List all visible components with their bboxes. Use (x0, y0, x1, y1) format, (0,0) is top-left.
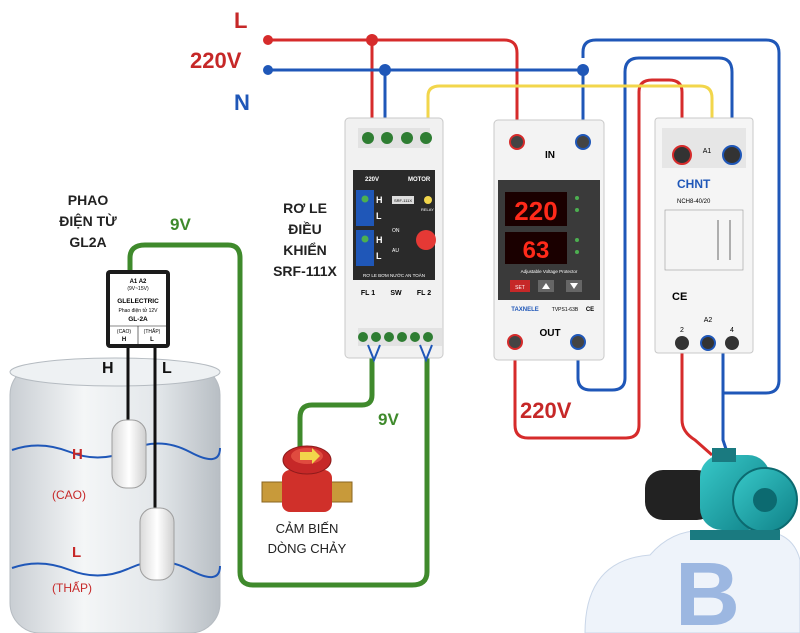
protector-out-label: OUT (539, 328, 560, 339)
relay-side-4: SRF-111X (273, 263, 337, 279)
relay-red-button[interactable] (416, 230, 436, 250)
flow-sensor: CẢM BIẾN DÒNG CHẢY (261, 445, 353, 556)
contactor-ce: CE (672, 291, 687, 303)
motor-signal-wire (426, 84, 714, 140)
float-box-l: L (150, 337, 154, 343)
float-wire-l-label: L (162, 360, 172, 377)
n-label: N (234, 90, 250, 115)
contactor-to-pump-neutral (721, 345, 730, 456)
watermark-logo: B (675, 545, 740, 633)
relay-top-right: MOTOR (408, 177, 431, 183)
voltage-label: 220V (190, 48, 242, 73)
float-box-col-low: (THẤP) (144, 328, 161, 335)
contactor-to-pump-live (680, 345, 713, 457)
out-live-loop (513, 78, 684, 440)
contactor-brand: CHNT (677, 177, 711, 191)
relay-bottom-text: RƠ LE BƠM NƯỚC AN TOÀN (363, 272, 425, 278)
relay-top-left: 220V (365, 177, 379, 183)
contactor-num2: 2 (680, 327, 684, 334)
float-box-col-high: (CAO) (117, 329, 132, 335)
sensor-voltage-label: 9V (378, 410, 399, 429)
relay-au-label: AU (392, 248, 399, 254)
out-voltage-label: 220V (520, 398, 572, 423)
protector-ce: CE (586, 307, 594, 313)
float-low (139, 507, 175, 581)
float-title-3: GL2A (69, 234, 106, 250)
live-junction (366, 34, 378, 46)
float-switch: H L A1 A2 (9V~15V) GLELECTRIC Phao điện … (59, 192, 175, 581)
protector-display-bottom: 63 (523, 237, 550, 264)
contactor-model: NCH8-40/20 (677, 199, 711, 205)
protector-brand: TAXNELE (511, 307, 539, 313)
neutral-junction (379, 64, 391, 76)
float-box-brand: GLELECTRIC (117, 298, 159, 305)
float-box-h: H (122, 337, 126, 343)
contactor-chnt: A1 CHNT NCH8-40/20 CE 2 A2 4 (654, 117, 754, 354)
relay-sw: SW (390, 290, 402, 297)
neutral-to-contactor (581, 38, 781, 395)
float-box-terminals: A1 A2 (130, 279, 147, 285)
protector-caption: Adjustable Voltage Protector (521, 269, 578, 274)
down-arrow-icon (570, 283, 578, 289)
relay-l-icon: L (376, 211, 382, 221)
protector-in-label: IN (545, 150, 555, 161)
up-arrow-icon (542, 283, 550, 289)
float-high (111, 419, 147, 489)
l-label: L (234, 8, 247, 33)
relay-h-icon-2: H (376, 235, 383, 245)
float-wire-h-label: H (102, 360, 114, 377)
power-lines (268, 38, 781, 457)
protector-set-label: SET (515, 285, 525, 291)
float-voltage-label: 9V (170, 215, 191, 234)
protector-set-button[interactable] (510, 280, 530, 292)
float-box-model: GL-2A (128, 316, 148, 323)
relay-fl1: FL 1 (361, 290, 375, 297)
control-wires (127, 242, 430, 588)
float-box-voltage: (9V~15V) (127, 286, 149, 292)
float-loop-wire (127, 242, 430, 588)
sensor-wire (297, 345, 375, 448)
contactor-neutral-top (623, 56, 734, 140)
float-title-1: PHAO (68, 192, 109, 208)
contactor-a2: A2 (704, 317, 713, 324)
flow-sensor-line2: DÒNG CHẢY (268, 541, 347, 556)
contactor-a1: A1 (703, 148, 712, 155)
out-neutral-loop (576, 80, 627, 392)
water-tank: H (CAO) L (THẤP) (9, 357, 221, 633)
relay-led (424, 196, 432, 204)
tank-h-sub: (CAO) (52, 488, 86, 502)
voltage-protector: IN 220 63 Adjustable Voltage Protector S… (493, 119, 605, 361)
relay-side-2: ĐIỀU (288, 221, 321, 237)
relay-relay-label: RELAY (421, 207, 434, 212)
protector-display-top: 220 (514, 196, 557, 226)
relay-on-label: ON (392, 228, 400, 234)
tank-h-label: H (72, 446, 83, 463)
cloud-shape (584, 530, 800, 633)
tank-l-label: L (72, 544, 81, 561)
protector-model: TVPS1-63B (552, 307, 579, 313)
neutral-junction-2 (577, 64, 589, 76)
relay-side-1: RƠ LE (283, 200, 327, 216)
relay-srf111x: 220V MOTOR H L H L SRF-111X RELAY ON AU … (344, 117, 444, 363)
relay-h-icon: H (376, 195, 383, 205)
relay-side-3: KHIỂN (283, 241, 327, 258)
tank-l-sub: (THẤP) (52, 580, 92, 595)
float-title-2: ĐIỆN TỪ (59, 212, 117, 229)
contactor-num4: 4 (730, 327, 734, 334)
live-line (268, 38, 519, 138)
water-pump: B (584, 448, 800, 633)
relay-fl2: FL 2 (417, 290, 431, 297)
relay-model-tag: SRF-111X (394, 198, 412, 203)
flow-sensor-line1: CẢM BIẾN (276, 521, 339, 536)
relay-l-icon-2: L (376, 251, 382, 261)
float-box-desc: Phao điện tử 12V (119, 307, 159, 314)
